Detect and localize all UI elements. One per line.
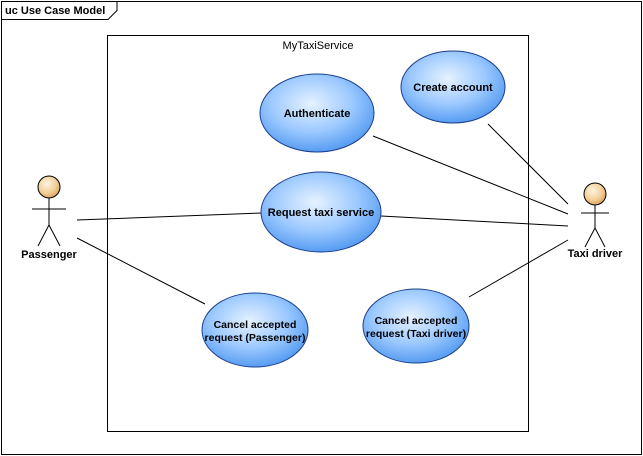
use-case-create-account[interactable]: Create account (400, 50, 506, 124)
association-passenger-cancel (76, 237, 206, 305)
associations (76, 123, 569, 305)
actor-taxi-driver-label: Taxi driver (568, 248, 624, 260)
stick-figure-icon (581, 182, 609, 248)
frame-label: uc Use Case Model (5, 5, 105, 17)
use-case-request-taxi-label: Request taxi service (268, 207, 374, 219)
actor-taxi-driver[interactable]: Taxi driver (568, 182, 624, 260)
use-case-authenticate-label: Authenticate (284, 108, 351, 120)
use-case-cancel-driver-line1: Cancel accepted (375, 315, 458, 327)
use-case-authenticate[interactable]: Authenticate (259, 73, 375, 153)
use-case-cancel-driver-line2: request (Taxi driver) (366, 328, 466, 340)
association-passenger-request (76, 212, 263, 221)
association-driver-create-account (487, 123, 569, 205)
use-case-cancel-passenger-line1: Cancel accepted (214, 319, 297, 331)
actor-passenger[interactable]: Passenger (21, 175, 78, 261)
stick-figure-icon (32, 175, 66, 247)
frame-tab (1, 1, 118, 20)
use-case-request-taxi[interactable]: Request taxi service (260, 171, 382, 253)
use-case-cancel-passenger-line2: request (Passenger) (205, 332, 306, 344)
association-driver-request (379, 215, 569, 227)
use-case-create-account-label: Create account (413, 82, 493, 94)
actor-passenger-label: Passenger (21, 249, 77, 261)
system-name: MyTaxiService (283, 40, 354, 52)
association-driver-cancel (468, 239, 569, 298)
use-case-cancel-passenger[interactable]: Cancel accepted request (Passenger) (201, 292, 309, 368)
association-driver-authenticate (372, 135, 569, 215)
use-case-cancel-driver[interactable]: Cancel accepted request (Taxi driver) (362, 288, 470, 364)
